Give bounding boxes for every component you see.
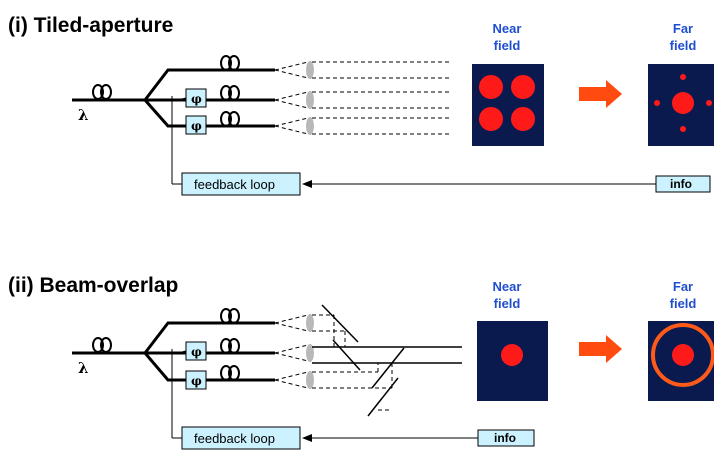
phase-modulator-icon: φ bbox=[185, 115, 207, 135]
svg-text:φ: φ bbox=[191, 92, 202, 106]
lens-icon bbox=[306, 371, 314, 389]
svg-text:φ: φ bbox=[191, 345, 202, 359]
fiber-coil-icon bbox=[220, 365, 240, 381]
lens-icon bbox=[306, 117, 314, 135]
svg-text:φ: φ bbox=[191, 119, 202, 133]
near-field-label-line1: Near bbox=[493, 21, 522, 36]
beam-overlap-section: (ii) Beam-overlap λ φ φ bbox=[8, 274, 714, 450]
fiber-coil-icon bbox=[220, 85, 240, 101]
far-field-panel bbox=[648, 321, 714, 401]
phase-modulator-icon: φ bbox=[185, 88, 207, 108]
fiber-coil-icon bbox=[92, 337, 112, 353]
far-field-label-line1: Far bbox=[673, 21, 693, 36]
feedback-loop-box: feedback loop bbox=[181, 426, 301, 450]
mirror-icon bbox=[371, 347, 405, 389]
fiber-coil-icon bbox=[92, 84, 112, 100]
feedback-loop-box: feedback loop bbox=[181, 172, 301, 196]
lens-icon bbox=[306, 61, 314, 79]
mirror-icon bbox=[321, 304, 359, 343]
svg-text:info: info bbox=[670, 177, 692, 191]
fiber-coil-icon bbox=[220, 111, 240, 127]
near-field-label-line1: Near bbox=[493, 279, 522, 294]
fiber-coil-icon bbox=[220, 308, 240, 324]
section-title: (i) Tiled-aperture bbox=[8, 14, 173, 37]
svg-text:feedback loop: feedback loop bbox=[194, 431, 275, 446]
mirror-icon bbox=[367, 377, 399, 417]
svg-text:feedback loop: feedback loop bbox=[194, 177, 275, 192]
tiled-aperture-section: (i) Tiled-aperture λ φ bbox=[8, 14, 714, 196]
wavelength-symbol: λ bbox=[78, 106, 89, 124]
svg-text:φ: φ bbox=[191, 374, 202, 388]
beam-paths bbox=[274, 314, 393, 411]
section-title: (ii) Beam-overlap bbox=[8, 274, 178, 297]
red-arrow-icon bbox=[579, 335, 622, 363]
near-field-panel bbox=[472, 64, 544, 146]
far-field-label-line2: field bbox=[670, 38, 697, 53]
near-field-label-line2: field bbox=[494, 296, 521, 311]
lens-icon bbox=[306, 314, 314, 332]
feedback-tap bbox=[177, 124, 187, 127]
fiber-splitter bbox=[143, 321, 275, 382]
lens-icon bbox=[306, 91, 314, 109]
red-arrow-icon bbox=[579, 80, 622, 108]
info-box: info bbox=[655, 175, 711, 193]
fiber-coil-icon bbox=[220, 338, 240, 354]
far-field-label-line1: Far bbox=[673, 279, 693, 294]
feedback-tap bbox=[177, 97, 187, 101]
lens-icon bbox=[306, 344, 314, 362]
info-box: info bbox=[477, 429, 535, 447]
svg-text:info: info bbox=[494, 431, 516, 445]
feedback-tap bbox=[177, 350, 187, 354]
fiber-splitter bbox=[143, 68, 275, 128]
feedback-tap bbox=[177, 378, 187, 381]
beam-paths bbox=[274, 61, 452, 135]
near-field-label-line2: field bbox=[494, 38, 521, 53]
mirror-icon bbox=[332, 339, 361, 371]
phase-modulator-icon: φ bbox=[185, 341, 207, 361]
far-field-label-line2: field bbox=[670, 296, 697, 311]
wavelength-symbol: λ bbox=[78, 359, 89, 377]
far-field-panel bbox=[648, 64, 714, 146]
phase-modulator-icon: φ bbox=[185, 370, 207, 390]
fiber-coil-icon bbox=[220, 55, 240, 71]
near-field-panel bbox=[477, 321, 548, 401]
